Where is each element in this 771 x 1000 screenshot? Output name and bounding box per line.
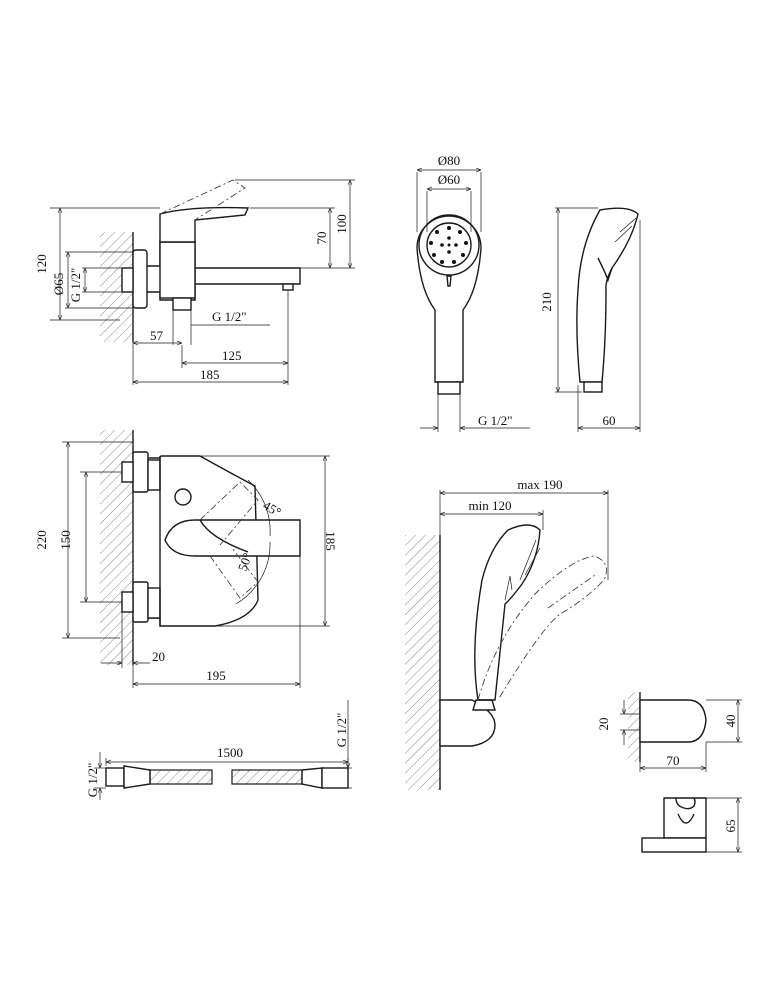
dim-40: 40 <box>723 715 738 728</box>
dim-g-half-hose-left: G 1/2" <box>85 763 100 798</box>
dim-125: 125 <box>222 348 242 363</box>
faucet-front-view: 45° 50° 220 150 185 20 195 <box>34 430 338 688</box>
dim-185-front: 185 <box>323 531 338 551</box>
shower-head-front: Ø80 Ø60 G 1/2" <box>416 153 530 432</box>
dim-60-side: 60 <box>603 413 616 428</box>
dim-210: 210 <box>539 292 554 312</box>
dim-185: 185 <box>200 367 220 382</box>
dim-70-bracket: 70 <box>667 753 680 768</box>
dim-g-half-horizontal: G 1/2" <box>212 309 247 324</box>
holder-bracket-side: 20 40 70 <box>596 692 742 772</box>
dim-195: 195 <box>206 668 226 683</box>
dim-57: 57 <box>150 328 164 343</box>
shower-holder-range: max 190 min 120 <box>405 477 609 790</box>
dim-diam-80: Ø80 <box>438 153 460 168</box>
dim-70: 70 <box>314 232 329 245</box>
dim-g-half-vertical: G 1/2" <box>68 268 83 303</box>
shower-head-side: 210 60 <box>539 207 641 432</box>
dim-min-120: min 120 <box>469 498 512 513</box>
angle-45: 45° <box>261 498 284 520</box>
dim-120: 120 <box>34 254 49 274</box>
dim-150: 150 <box>58 530 73 550</box>
hose-drawing: 1500 G 1/2" G 1/2" <box>85 700 352 800</box>
dim-65-bracket: 65 <box>723 820 738 833</box>
faucet-side-view: 120 Ø65 G 1/2" 70 100 G 1/2" 57 125 185 <box>34 179 355 385</box>
dim-20-bracket: 20 <box>596 718 611 731</box>
dim-1500: 1500 <box>217 745 243 760</box>
dim-diam-60: Ø60 <box>438 172 460 187</box>
dim-g-half-shower: G 1/2" <box>478 413 513 428</box>
spray-holes <box>429 226 468 264</box>
dim-20-front: 20 <box>152 649 165 664</box>
dim-65: Ø65 <box>51 273 66 295</box>
dim-g-half-hose-right: G 1/2" <box>334 713 349 748</box>
dim-220: 220 <box>34 530 49 550</box>
dim-100: 100 <box>334 214 349 234</box>
dim-max-190: max 190 <box>517 477 562 492</box>
angle-50: 50° <box>235 551 255 573</box>
holder-bracket-front: 65 <box>641 797 742 853</box>
